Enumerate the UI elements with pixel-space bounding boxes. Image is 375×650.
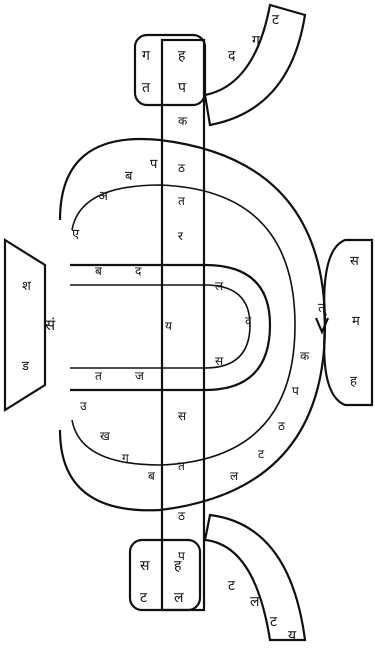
top-band-glyph-2: ग bbox=[252, 33, 261, 49]
bar-glyph-1: क bbox=[178, 114, 188, 128]
upper-arc-glyph-3: ब bbox=[125, 169, 133, 184]
bowl-glyph-2: म bbox=[352, 314, 360, 329]
u-glyph-5: स bbox=[215, 354, 224, 368]
right-bowl bbox=[324, 240, 372, 405]
top-band-glyph-1: द bbox=[228, 48, 236, 64]
bottom-band-glyph-2: ल bbox=[250, 594, 260, 610]
bar-glyph-4: र bbox=[178, 229, 184, 243]
upper-arc-glyph-1: ए bbox=[72, 227, 80, 242]
top-box-glyph-4: प bbox=[178, 80, 187, 96]
u-glyph-1: ब bbox=[95, 264, 103, 278]
lower-arc-glyph-3: ग bbox=[122, 451, 129, 465]
top-band-glyph-3: ट bbox=[272, 12, 280, 28]
bottom-band-glyph-4: य bbox=[288, 628, 297, 644]
bar-glyph-3: त bbox=[178, 194, 186, 208]
bottom-box-glyph-2: ट bbox=[140, 590, 148, 606]
bar-glyph-2: ठ bbox=[178, 161, 186, 175]
u-glyph-7: ज bbox=[135, 369, 145, 383]
bottom-box-glyph-3: ह bbox=[174, 558, 182, 574]
lower-arc-glyph-8: प bbox=[292, 384, 299, 398]
vessel-center-glyph: सं bbox=[45, 316, 56, 334]
upper-arc-glyph-2: अ bbox=[98, 189, 109, 204]
u-glyph-2: द bbox=[135, 264, 142, 278]
lower-arc-glyph-7: ठ bbox=[278, 419, 286, 433]
u-glyph-4: द bbox=[245, 314, 252, 328]
central-label: त् bbox=[318, 301, 327, 316]
vessel-left-glyph: ड bbox=[21, 359, 30, 374]
bottom-band-glyph-3: ट bbox=[270, 614, 278, 630]
lower-arc-glyph-2: ख bbox=[100, 429, 110, 443]
bowl-glyph-3: ह bbox=[350, 374, 358, 389]
vessel-top-glyph: श bbox=[22, 279, 32, 294]
top-box-glyph-1: ग bbox=[142, 48, 151, 64]
lower-curved-band bbox=[205, 515, 305, 640]
bar-glyph-5: स bbox=[178, 409, 187, 423]
bottom-band-glyph-1: ट bbox=[228, 578, 236, 594]
u-glyph-6: त bbox=[95, 369, 103, 383]
u-glyph-3: ल bbox=[215, 279, 224, 293]
u-glyph-8: य bbox=[165, 319, 173, 333]
bowl-glyph-1: स bbox=[350, 254, 359, 269]
lower-arc-glyph-4: ब bbox=[148, 469, 156, 483]
apex-joint bbox=[316, 318, 328, 332]
upper-arc-glyph-4: प bbox=[150, 157, 158, 172]
top-box-glyph-2: त bbox=[142, 80, 151, 96]
bar-glyph-6: त bbox=[178, 459, 186, 473]
lower-arc-glyph-1: उ bbox=[80, 399, 87, 413]
upper-curved-band bbox=[205, 5, 305, 125]
bottom-box-glyph-1: स bbox=[140, 558, 150, 574]
bar-glyph-7: ठ bbox=[178, 509, 186, 523]
inner-arc bbox=[72, 185, 295, 465]
vessel-outline bbox=[5, 240, 45, 410]
lower-arc-glyph-5: ल bbox=[230, 469, 239, 483]
top-box-glyph-3: ह bbox=[178, 48, 186, 64]
lower-arc-glyph-6: ट bbox=[258, 447, 265, 461]
lower-arc-glyph-9: क bbox=[300, 349, 310, 363]
bottom-box-glyph-4: ल bbox=[174, 590, 184, 606]
